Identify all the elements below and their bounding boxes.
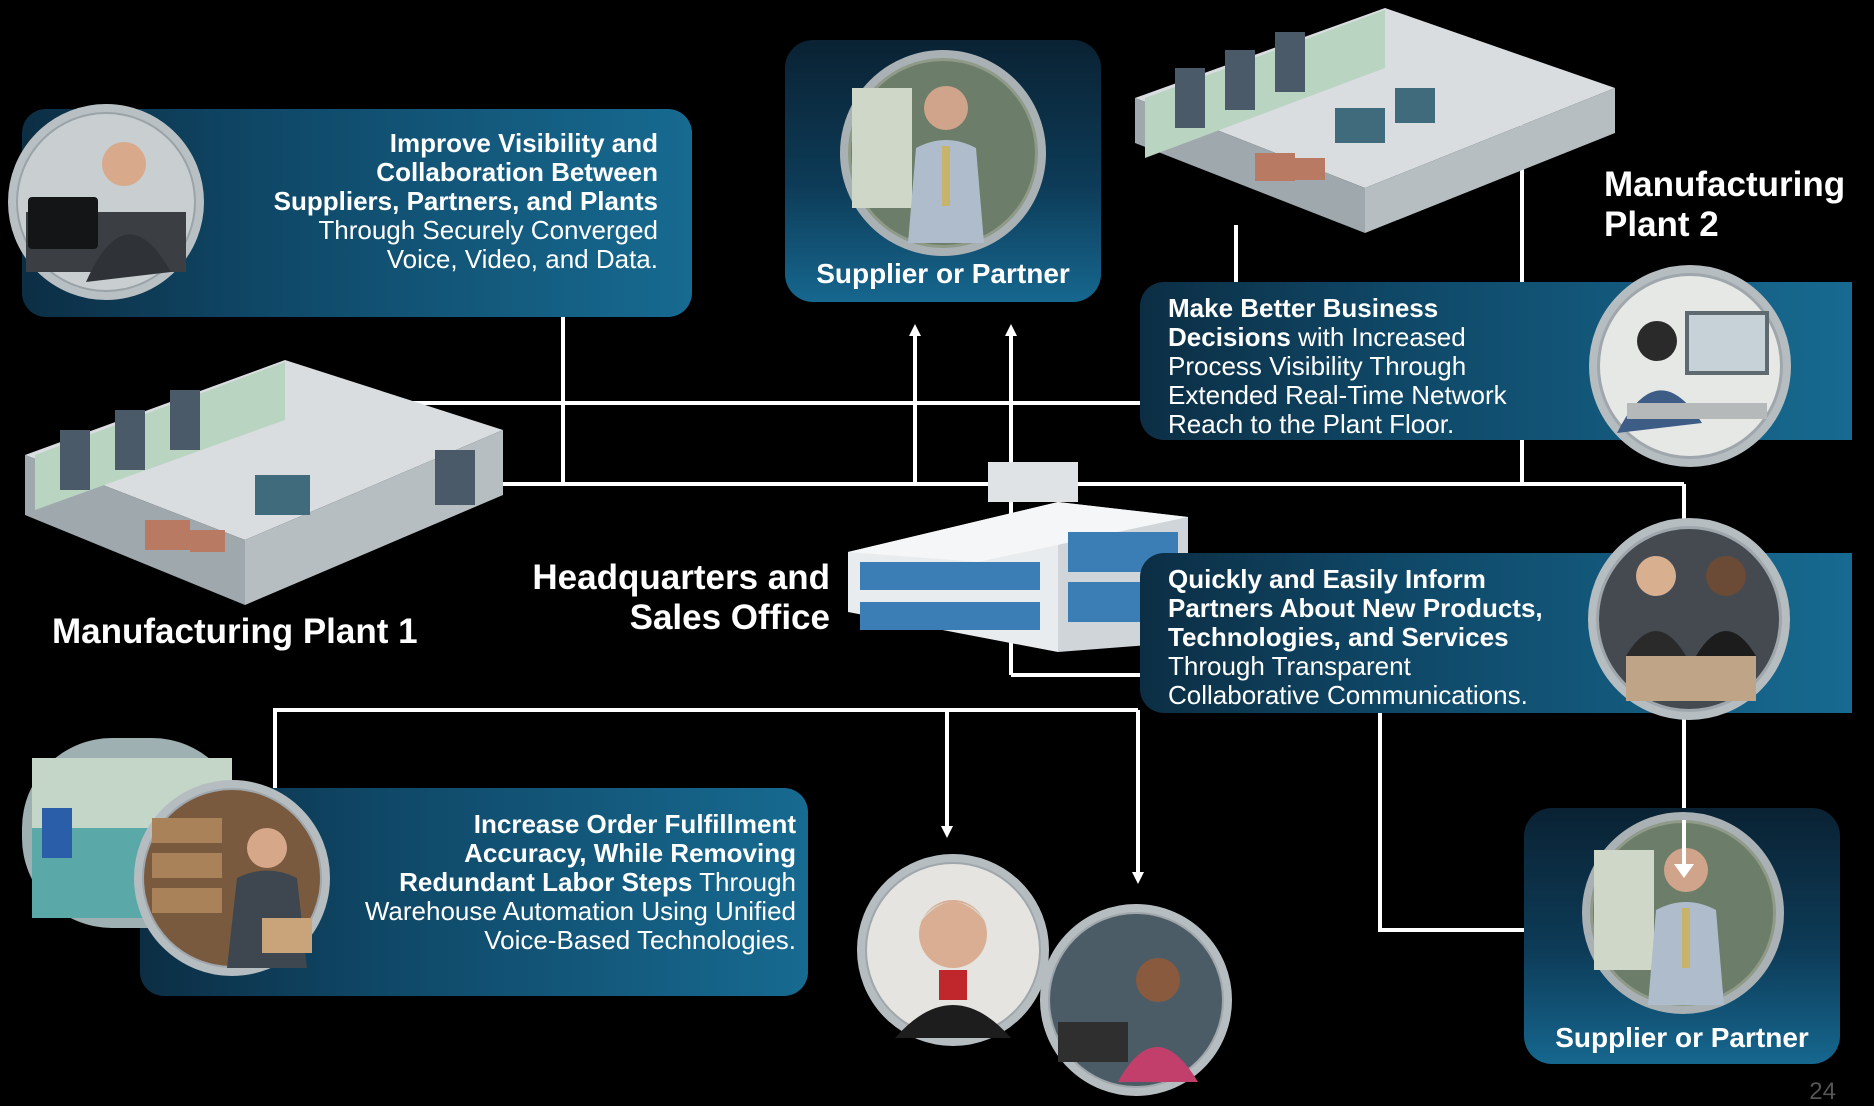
inform-bold-3: Technologies, and Services [1168, 622, 1509, 652]
fulfillment-normal-5: Voice-Based Technologies. [484, 925, 796, 955]
hq-building-illustration [848, 462, 1188, 652]
fulfillment-normal-4: Warehouse Automation Using Unified [364, 896, 796, 926]
inform-bold-2: Partners About New Products, [1168, 593, 1543, 623]
fulfillment-normal-3: Through [692, 867, 796, 897]
decisions-normal-2: with Increased [1290, 322, 1466, 352]
warehouse-worker-photo [134, 780, 330, 976]
supplier-bottom-photo [1582, 812, 1784, 1014]
decisions-line-2: Decisions with Increased [1168, 323, 1507, 352]
inform-bold-1: Quickly and Easily Inform [1168, 564, 1486, 594]
plant1-label: Manufacturing Plant 1 [52, 612, 418, 651]
executive-photo [857, 854, 1049, 1046]
callout-fulfillment-text: Increase Order Fulfillment Accuracy, Whi… [365, 810, 796, 955]
arrow-into-supplier-bottom [1674, 820, 1694, 878]
callout-decisions-text: Make Better Business Decisions with Incr… [1168, 294, 1507, 439]
plant2-label-line1: Manufacturing [1604, 165, 1846, 204]
supplier-top-label: Supplier or Partner [816, 258, 1070, 289]
plant2-illustration [1135, 8, 1615, 233]
supplier-top-photo [840, 50, 1046, 256]
decisions-normal-3: Process Visibility Through [1168, 351, 1467, 381]
page-number: 24 [1809, 1078, 1836, 1105]
fulfillment-line-3: Redundant Labor Steps Through [365, 868, 796, 897]
plant2-label: Manufacturing Plant 2 [1604, 165, 1845, 245]
supplier-bottom-label: Supplier or Partner [1555, 1022, 1809, 1053]
decisions-normal-5: Reach to the Plant Floor. [1168, 409, 1455, 439]
fulfillment-bold-2: Accuracy, While Removing [464, 838, 796, 868]
hq-label: Headquarters and Sales Office [514, 558, 830, 638]
fulfillment-bold-3: Redundant Labor Steps [399, 867, 693, 897]
visibility-bold-3: Suppliers, Partners, and Plants [273, 186, 658, 216]
inform-normal-1: Through Transparent [1168, 651, 1411, 681]
call-center-photo [1040, 904, 1232, 1096]
decisions-normal-4: Extended Real-Time Network [1168, 380, 1507, 410]
plant2-label-line2: Plant 2 [1604, 205, 1719, 244]
hq-label-line1: Headquarters and [532, 558, 830, 597]
visibility-normal-2: Voice, Video, and Data. [386, 244, 658, 274]
control-room-photo [1589, 265, 1791, 467]
laptop-worker-photo [8, 104, 204, 300]
callout-inform-text: Quickly and Easily Inform Partners About… [1168, 565, 1543, 710]
link-inform-supplier [1378, 710, 1540, 936]
decisions-bold-2: Decisions [1168, 322, 1291, 352]
fulfillment-bold-1: Increase Order Fulfillment [473, 809, 796, 839]
plant1-illustration [25, 360, 503, 605]
visibility-bold-2: Collaboration Between [376, 157, 658, 187]
visibility-bold-1: Improve Visibility and [389, 128, 658, 158]
hq-label-line2: Sales Office [629, 598, 830, 637]
decisions-bold-1: Make Better Business [1168, 293, 1439, 323]
visibility-normal-1: Through Securely Converged [318, 215, 658, 245]
inform-normal-2: Collaborative Communications. [1168, 680, 1528, 710]
meeting-photo [1588, 518, 1790, 720]
link-fulfillment [273, 708, 1138, 790]
callout-visibility-text: Improve Visibility and Collaboration Bet… [274, 129, 658, 274]
